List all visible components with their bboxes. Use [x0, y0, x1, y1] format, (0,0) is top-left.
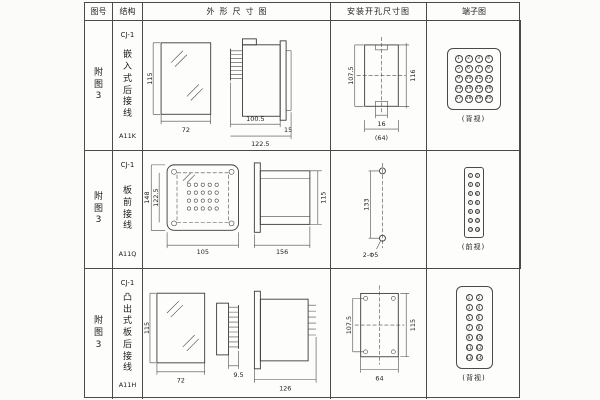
model-label: CJ-1 — [120, 161, 135, 169]
model-label: CJ-1 — [120, 279, 135, 287]
mounting-svg-a11h: 107.5 115 64 — [345, 285, 417, 383]
dim-133: 133 — [363, 198, 371, 210]
fig-no-a11k: 附图3 — [85, 21, 113, 151]
code-label: A11H — [118, 381, 137, 389]
dim-107-5: 107.5 — [345, 316, 353, 334]
outline-svg-a11k: 115 72 100.5 15 122.5 — [146, 38, 292, 148]
code-label: A11Q — [118, 250, 137, 258]
structure-label: 板前接线 — [122, 186, 132, 232]
outline-svg-a11q: 148 122.5 105 156 115 — [143, 162, 328, 256]
dim-122-5: 122.5 — [152, 188, 160, 206]
hole-callout-2-phi5: 2-Φ5 — [363, 251, 379, 259]
front-view — [156, 292, 206, 364]
fig-label: 附图3 — [93, 191, 103, 226]
view-label: (前视) — [461, 243, 486, 251]
fig-label: 附图3 — [93, 67, 103, 102]
view-label: (背视) — [461, 114, 486, 123]
dim-64-paren: (64) — [375, 134, 388, 142]
model-label: CJ-1 — [120, 31, 135, 39]
outline-drawing-a11k: 115 72 100.5 15 122.5 — [143, 21, 331, 151]
pin-connector-view — [216, 302, 239, 356]
side-view — [230, 38, 292, 121]
structure-a11k: CJ-1 嵌入式后接线 A11K — [113, 21, 143, 151]
dim-116: 116 — [409, 69, 417, 81]
column-header-terminal: 端子图 — [427, 3, 521, 21]
front-view — [160, 42, 212, 115]
outline-drawing-a11h: 115 72 9.5 126 — [143, 269, 331, 399]
structure-label: 凸出式板后接线 — [122, 293, 132, 374]
dim-9-5: 9.5 — [233, 371, 243, 379]
column-header-fig-no: 图号 — [85, 3, 113, 21]
dim-107-5: 107.5 — [347, 66, 355, 84]
mounting-drawing-a11q: 133 2-Φ5 — [331, 151, 427, 269]
outline-svg-a11h: 115 72 9.5 126 — [143, 290, 317, 393]
fig-label: 附图3 — [93, 316, 103, 350]
terminal-dots — [186, 182, 219, 211]
side-view — [253, 290, 317, 370]
structure-a11q: CJ-1 板前接线 A11Q — [113, 151, 143, 269]
code-label: A11K — [119, 132, 136, 140]
dim-126: 126 — [279, 385, 291, 393]
view-label: (背视) — [462, 373, 486, 382]
dim-15: 15 — [284, 126, 292, 134]
column-header-structure: 结构 — [113, 3, 143, 21]
dim-156: 156 — [276, 248, 288, 256]
dim-115: 115 — [409, 319, 417, 331]
structure-label: 嵌入式后接线 — [122, 50, 132, 119]
mounting-drawing-a11h: 107.5 115 64 — [331, 269, 427, 399]
fig-no-a11h: 附图3 — [85, 269, 113, 399]
side-view — [253, 162, 311, 233]
dim-115: 115 — [143, 322, 151, 334]
mounting-svg-a11k: 107.5 116 16 (64) — [347, 37, 417, 142]
dim-64: 64 — [375, 375, 383, 383]
fig-no-a11q: 附图3 — [85, 151, 113, 269]
column-header-mounting: 安装开孔尺寸图 — [331, 3, 427, 21]
structure-a11h: CJ-1 凸出式板后接线 A11H — [113, 269, 143, 399]
outline-drawing-a11q: 148 122.5 105 156 115 — [143, 151, 331, 269]
column-header-outline: 外形尺寸图 — [143, 3, 331, 21]
relay-spec-table: 图号 结构 外形尺寸图 安装开孔尺寸图 端子图 附图3 CJ-1 嵌入式后接线 … — [84, 2, 521, 399]
mounting-drawing-a11k: 107.5 116 16 (64) — [331, 21, 427, 151]
dim-148: 148 — [143, 191, 151, 203]
dim-122-5: 122.5 — [251, 140, 269, 148]
dim-115: 115 — [146, 72, 154, 84]
dim-115: 115 — [320, 191, 328, 203]
front-view — [166, 164, 239, 231]
dim-72: 72 — [177, 377, 185, 385]
dim-105: 105 — [197, 248, 209, 256]
dim-100-5: 100.5 — [246, 115, 264, 123]
mounting-svg-a11q: 133 2-Φ5 — [363, 162, 386, 259]
dim-72: 72 — [182, 126, 190, 134]
dim-16: 16 — [377, 120, 385, 128]
